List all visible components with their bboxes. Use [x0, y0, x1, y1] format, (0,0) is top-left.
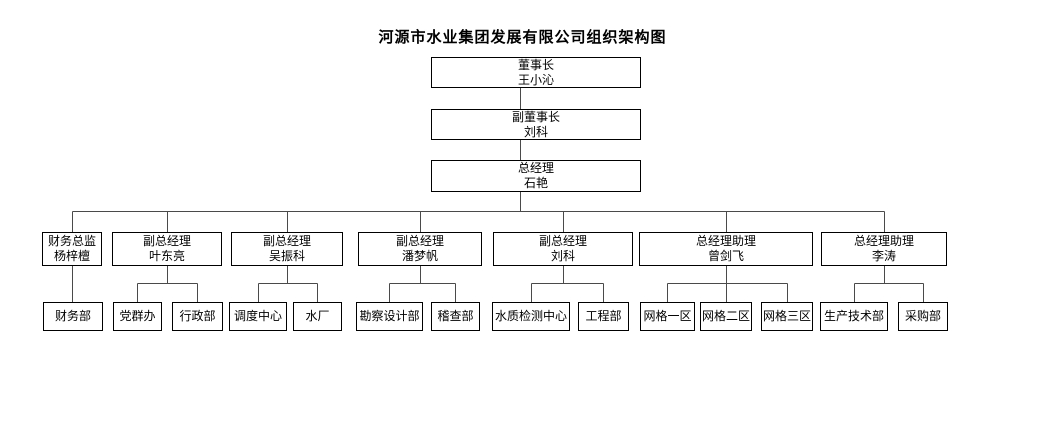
dept-label: 财务部: [54, 309, 91, 323]
node-gm-assistant-li: 总经理助理 李涛: [821, 232, 947, 266]
chart-title: 河源市水业集团发展有限公司组织架构图: [378, 28, 667, 46]
node-deputy-gm-liu: 副总经理 刘科: [493, 232, 633, 266]
node-deputy-gm-ye: 副总经理 叶东亮: [112, 232, 222, 266]
dept-label: 调度中心: [233, 309, 282, 323]
node-dept-water-quality-testing: 水质检测中心: [492, 302, 570, 331]
dept-label: 采购部: [904, 309, 941, 323]
node-vice-chairman-title: 副董事长: [511, 109, 560, 124]
node-general-manager-name: 石艳: [523, 176, 548, 190]
node-title: 副总经理: [142, 234, 191, 248]
node-dept-grid-zone-1: 网格一区: [640, 302, 695, 331]
node-general-manager-title: 总经理: [517, 161, 554, 175]
node-person: 潘梦帆: [401, 249, 438, 263]
node-title: 副总经理: [395, 234, 444, 248]
node-dept-grid-zone-3: 网格三区: [761, 302, 813, 331]
node-person: 吴振科: [268, 249, 305, 263]
node-dept-production-technology: 生产技术部: [820, 302, 888, 331]
node-dept-engineering: 工程部: [578, 302, 629, 331]
node-title: 总经理助理: [695, 234, 756, 248]
node-person: 叶东亮: [148, 249, 185, 263]
dept-label: 水厂: [305, 309, 330, 323]
dept-label: 生产技术部: [823, 309, 884, 323]
node-dept-administration: 行政部: [172, 302, 223, 331]
node-general-manager: 总经理 石艳: [431, 160, 641, 192]
node-title: 总经理助理: [853, 234, 914, 248]
node-dept-procurement: 采购部: [898, 302, 948, 331]
node-dept-finance: 财务部: [43, 302, 103, 331]
node-dept-inspection: 稽查部: [431, 302, 480, 331]
node-dept-dispatch-center: 调度中心: [229, 302, 287, 331]
node-person: 李涛: [871, 249, 896, 263]
node-person: 刘科: [550, 249, 575, 263]
node-title: 副总经理: [262, 234, 311, 248]
dept-label: 水质检测中心: [494, 309, 567, 323]
dept-label: 稽查部: [437, 309, 474, 323]
dept-label: 勘察设计部: [359, 309, 420, 323]
dept-label: 党群办: [119, 309, 156, 323]
node-title: 财务总监: [47, 234, 96, 248]
dept-label: 工程部: [585, 309, 622, 323]
node-dept-water-plant: 水厂: [293, 302, 342, 331]
node-person: 杨梓檀: [53, 249, 90, 263]
node-person: 曾剑飞: [707, 249, 744, 263]
node-gm-assistant-zeng: 总经理助理 曾剑飞: [639, 232, 813, 266]
node-vice-chairman-name: 刘科: [523, 124, 548, 139]
node-title: 副总经理: [538, 234, 587, 248]
node-dept-survey-design: 勘察设计部: [356, 302, 423, 331]
node-chairman-title: 董事长: [517, 57, 554, 72]
dept-label: 网格二区: [701, 309, 750, 323]
node-deputy-gm-wu: 副总经理 吴振科: [231, 232, 343, 266]
node-finance-director: 财务总监 杨梓檀: [42, 232, 102, 266]
node-dept-party-mass-office: 党群办: [113, 302, 162, 331]
node-vice-chairman: 副董事长 刘科: [431, 109, 641, 140]
node-dept-grid-zone-2: 网格二区: [700, 302, 752, 331]
dept-label: 网格三区: [762, 309, 811, 323]
node-chairman: 董事长 王小沁: [431, 57, 641, 88]
node-deputy-gm-pan: 副总经理 潘梦帆: [358, 232, 482, 266]
dept-label: 行政部: [179, 309, 216, 323]
dept-label: 网格一区: [643, 309, 692, 323]
node-chairman-name: 王小沁: [517, 72, 554, 87]
